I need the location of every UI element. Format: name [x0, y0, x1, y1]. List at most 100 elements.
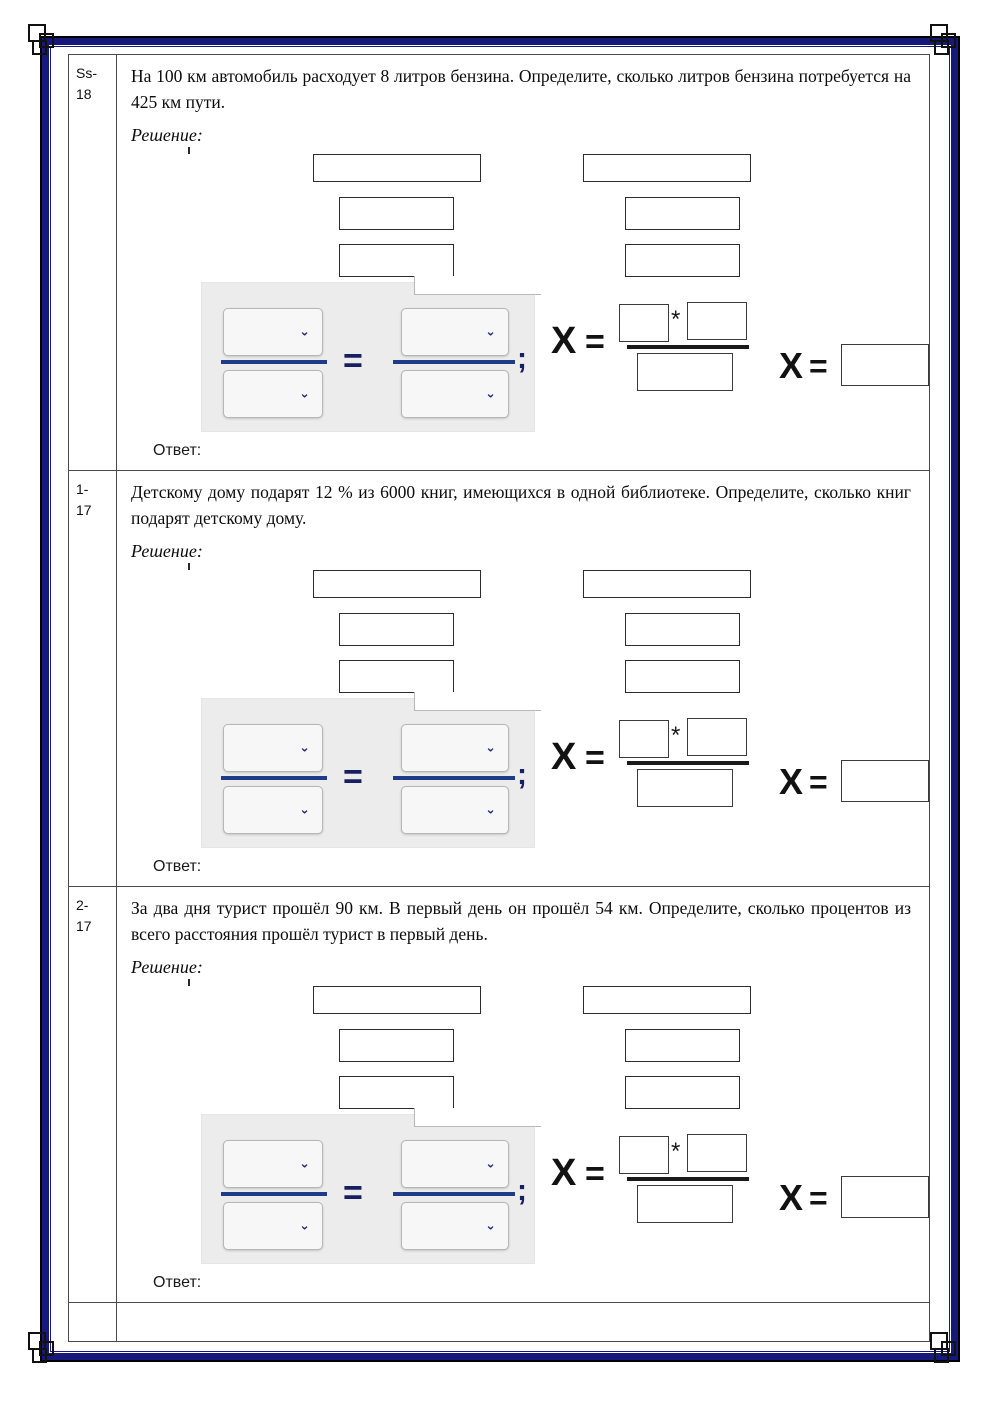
proportion-select-right-denominator[interactable]: ⌄: [401, 1202, 509, 1250]
task-id-line-2: 17: [76, 918, 92, 934]
fraction-bar-right: [393, 1192, 515, 1196]
answer-box-right-wide[interactable]: [583, 570, 751, 598]
answer-box-left-narrow-1[interactable]: [339, 613, 454, 646]
solution-label: Решение:: [131, 954, 917, 986]
x-result-symbol: X: [779, 761, 804, 802]
x-variable-symbol: X: [551, 1152, 577, 1194]
answer-box-left-wide[interactable]: [313, 986, 481, 1014]
formula-result-box[interactable]: [841, 760, 929, 802]
proportion-select-left-denominator[interactable]: ⌄: [223, 370, 323, 418]
answer-box-right-narrow-1[interactable]: [625, 1029, 740, 1062]
task-body-cell: На 100 км автомобиль расходует 8 литров …: [117, 55, 929, 470]
chevron-down-icon: ⌄: [485, 1218, 496, 1234]
task-statement: Детскому дому подарят 12 % из 6000 книг,…: [131, 482, 911, 528]
proportion-select-right-denominator[interactable]: ⌄: [401, 786, 509, 834]
chevron-down-icon: ⌄: [485, 324, 496, 340]
corner-ornament-bottom-left: [28, 1332, 70, 1374]
formula-result-box[interactable]: [841, 344, 929, 386]
table-row: 1- 17 Детскому дому подарят 12 % из 6000…: [69, 471, 929, 887]
proportion-select-left-numerator[interactable]: ⌄: [223, 1140, 323, 1188]
worksheet-table: Ss- 18 На 100 км автомобиль расходует 8 …: [68, 54, 930, 1342]
task-id-line-1: 1-: [76, 481, 89, 497]
proportion-select-right-numerator[interactable]: ⌄: [401, 1140, 509, 1188]
formula-denominator-box[interactable]: [637, 769, 733, 807]
answer-box-right-narrow-1[interactable]: [625, 197, 740, 230]
proportion-widget: ⌄ ⌄ = ⌄ ⌄ ;: [201, 692, 541, 848]
answer-box-grid: [131, 982, 917, 1114]
x-formula: X = * X =: [551, 294, 929, 414]
formula-denominator-box[interactable]: [637, 353, 733, 391]
answer-box-right-narrow-1[interactable]: [625, 613, 740, 646]
x-variable-symbol: X: [551, 320, 577, 362]
answer-label: Ответ:: [153, 1274, 202, 1291]
proportion-widget: ⌄ ⌄ = ⌄ ⌄ ;: [201, 276, 541, 432]
task-id-line-2: 18: [76, 86, 92, 102]
task-body-cell: За два дня турист прошёл 90 км. В первый…: [117, 887, 929, 1302]
formula-factor-2-box[interactable]: [687, 1134, 747, 1172]
task-id-cell: 2- 17: [69, 887, 117, 1302]
multiply-symbol: *: [671, 1138, 681, 1165]
task-statement: На 100 км автомобиль расходует 8 литров …: [131, 66, 911, 112]
x-variable-symbol: X: [551, 736, 577, 778]
chevron-down-icon: ⌄: [299, 1156, 310, 1172]
solution-label: Решение:: [131, 122, 917, 154]
x-result-symbol: X: [779, 345, 804, 386]
corner-square-icon: [32, 1348, 47, 1363]
proportion-select-right-numerator[interactable]: ⌄: [401, 724, 509, 772]
chevron-down-icon: ⌄: [485, 802, 496, 818]
chevron-down-icon: ⌄: [299, 740, 310, 756]
decorative-page-frame: [40, 36, 960, 1362]
task-id-cell-empty: [69, 1303, 117, 1341]
answer-box-right-narrow-2[interactable]: [625, 1076, 740, 1109]
formula-result-box[interactable]: [841, 1176, 929, 1218]
chevron-down-icon: ⌄: [299, 324, 310, 340]
answer-box-right-narrow-2[interactable]: [625, 660, 740, 693]
answer-box-left-narrow-2[interactable]: [339, 660, 454, 693]
answer-box-left-narrow-2[interactable]: [339, 244, 454, 277]
task-statement: За два дня турист прошёл 90 км. В первый…: [131, 898, 911, 944]
answer-box-left-narrow-1[interactable]: [339, 1029, 454, 1062]
result-equals-sign: =: [809, 764, 828, 800]
chevron-down-icon: ⌄: [485, 740, 496, 756]
corner-square-icon: [934, 1348, 949, 1363]
proportion-widget: ⌄ ⌄ = ⌄ ⌄ ;: [201, 1108, 541, 1264]
corner-ornament-bottom-right: [930, 1332, 972, 1374]
proportion-select-right-denominator[interactable]: ⌄: [401, 370, 509, 418]
formula-factor-2-box[interactable]: [687, 302, 747, 340]
formula-factor-1-box[interactable]: [619, 1136, 669, 1174]
answer-box-grid: [131, 566, 917, 698]
fraction-bar-left: [221, 360, 327, 364]
answer-box-left-wide[interactable]: [313, 570, 481, 598]
formula-factor-2-box[interactable]: [687, 718, 747, 756]
answer-box-right-wide[interactable]: [583, 154, 751, 182]
proportion-area: ⌄ ⌄ = ⌄ ⌄ ; X: [131, 1108, 929, 1272]
formula-factor-1-box[interactable]: [619, 720, 669, 758]
semicolon-symbol: ;: [517, 1174, 527, 1207]
result-equals-sign: =: [809, 348, 828, 384]
solution-label: Решение:: [131, 538, 917, 570]
formula-fraction-bar: [627, 761, 749, 765]
task-id-line-2: 17: [76, 502, 92, 518]
fraction-bar-right: [393, 360, 515, 364]
answer-label: Ответ:: [153, 858, 202, 875]
equals-sign: =: [343, 758, 363, 796]
x-formula: X = * X =: [551, 1126, 929, 1246]
formula-equals-sign: =: [585, 1155, 605, 1193]
answer-box-left-narrow-1[interactable]: [339, 197, 454, 230]
answer-box-left-narrow-2[interactable]: [339, 1076, 454, 1109]
formula-factor-1-box[interactable]: [619, 304, 669, 342]
proportion-select-left-denominator[interactable]: ⌄: [223, 786, 323, 834]
answer-box-right-wide[interactable]: [583, 986, 751, 1014]
proportion-select-left-numerator[interactable]: ⌄: [223, 724, 323, 772]
semicolon-symbol: ;: [517, 342, 527, 375]
proportion-select-left-numerator[interactable]: ⌄: [223, 308, 323, 356]
task-id-cell: Ss- 18: [69, 55, 117, 470]
answer-box-right-narrow-2[interactable]: [625, 244, 740, 277]
answer-box-left-wide[interactable]: [313, 154, 481, 182]
formula-equals-sign: =: [585, 323, 605, 361]
proportion-select-right-numerator[interactable]: ⌄: [401, 308, 509, 356]
formula-denominator-box[interactable]: [637, 1185, 733, 1223]
proportion-select-left-denominator[interactable]: ⌄: [223, 1202, 323, 1250]
result-equals-sign: =: [809, 1180, 828, 1216]
chevron-down-icon: ⌄: [299, 386, 310, 402]
